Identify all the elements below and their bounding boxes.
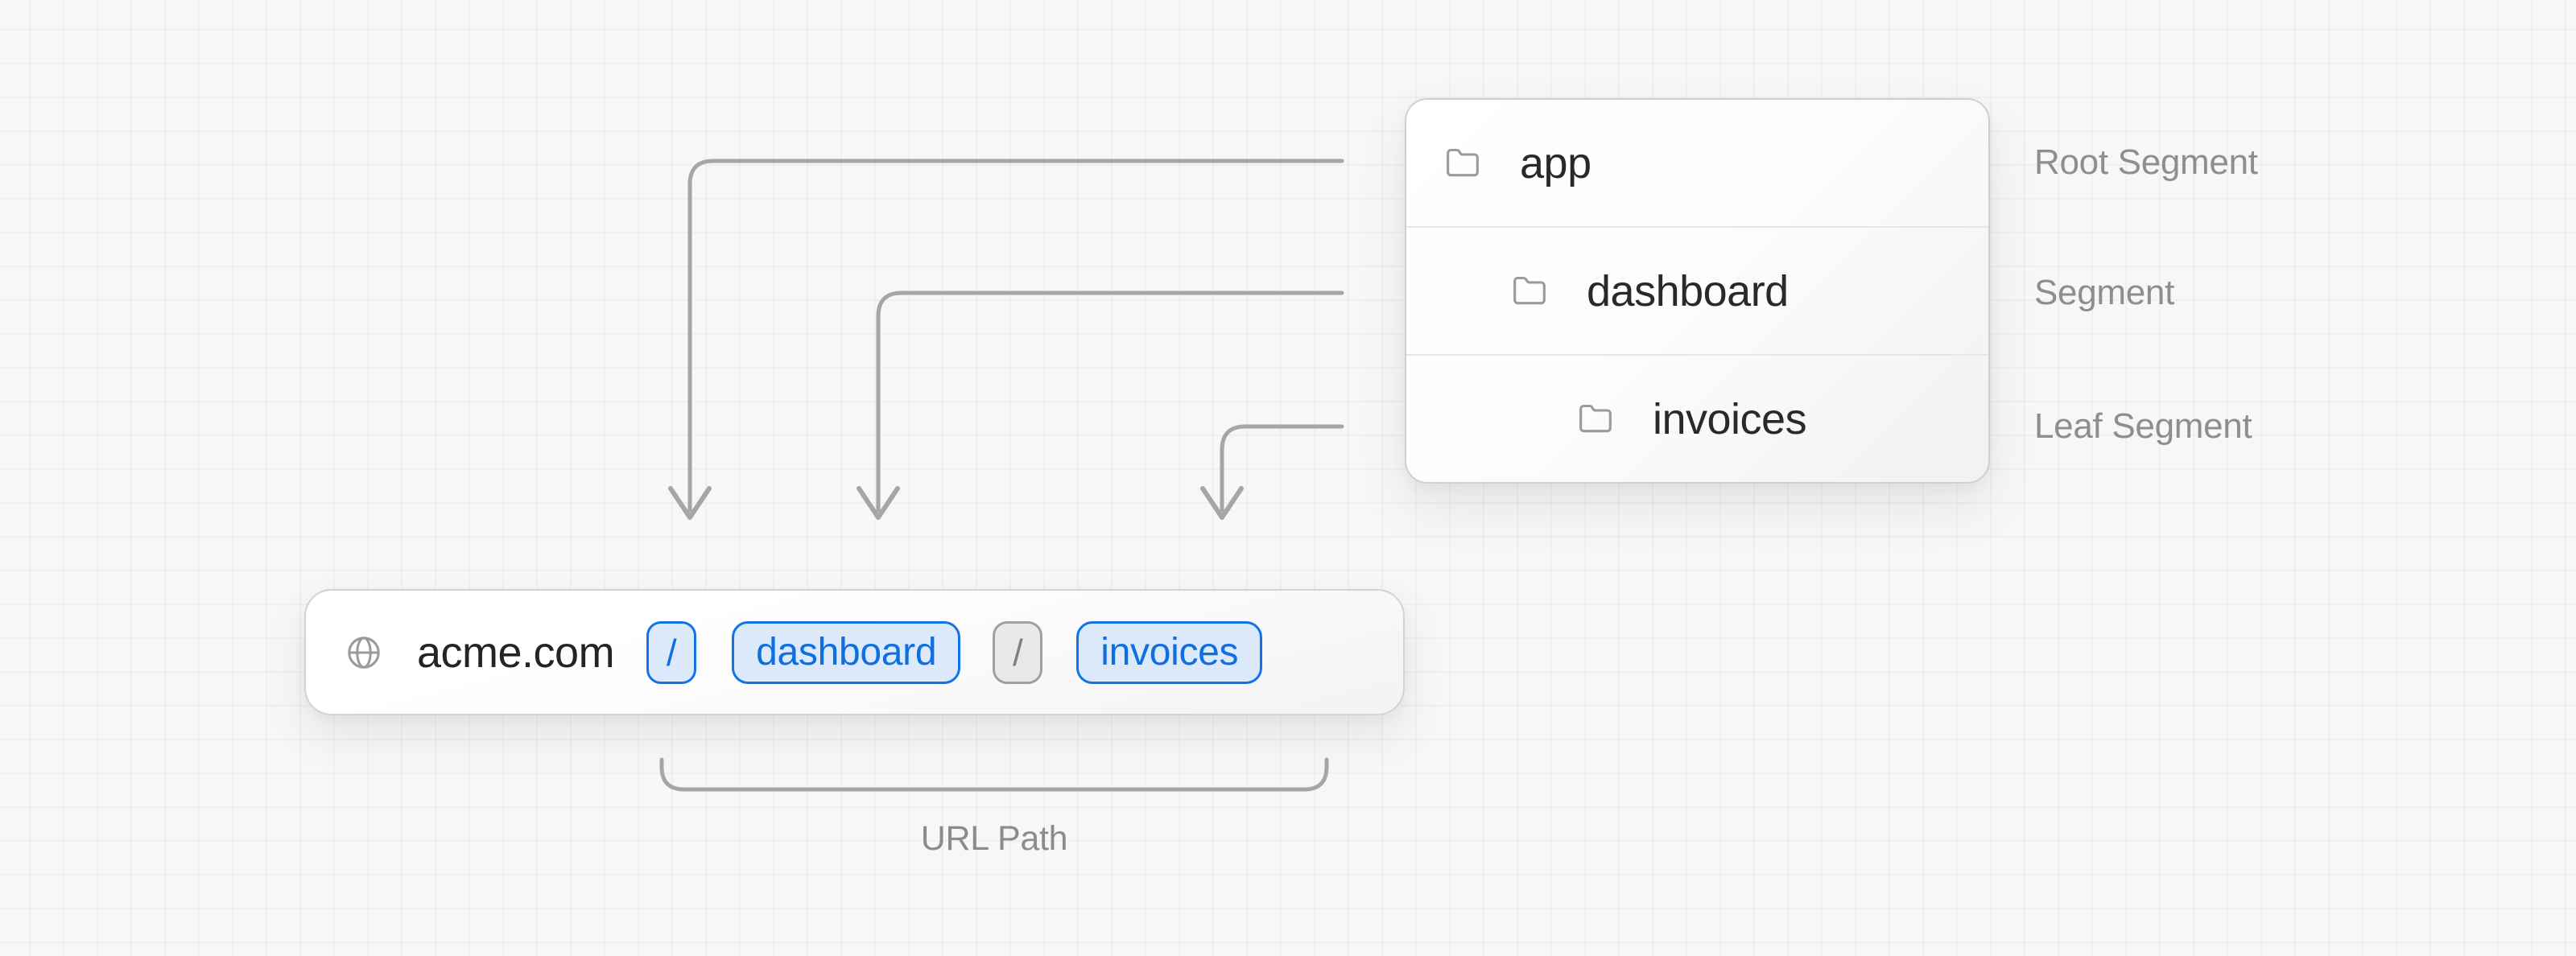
route-segments-card: app dashboard invoices: [1405, 98, 1990, 484]
label-root-segment: Root Segment: [2034, 142, 2258, 182]
folder-icon: [1447, 148, 1479, 176]
url-host: acme.com: [417, 628, 615, 677]
url-segment-slash-2: /: [993, 620, 1043, 684]
folder-icon: [1513, 276, 1546, 304]
tree-row-app: app: [1406, 100, 1988, 226]
arrow-segment: [876, 291, 1344, 513]
folder-name: app: [1520, 138, 1591, 187]
tree-row-dashboard: dashboard: [1406, 226, 1988, 354]
arrow-root-segment: [687, 159, 1344, 513]
url-path-bracket: [659, 757, 1329, 792]
tree-row-invoices: invoices: [1406, 354, 1988, 482]
url-segment-dashboard: dashboard: [732, 620, 961, 684]
folder-icon: [1579, 404, 1612, 432]
arrowhead-leaf-segment: [1200, 486, 1244, 520]
folder-name: dashboard: [1587, 266, 1789, 315]
url-path-caption: URL Path: [920, 819, 1068, 858]
url-segment-slash-1: /: [646, 620, 697, 684]
arrowhead-root-segment: [668, 486, 712, 520]
url-segment-invoices: invoices: [1076, 620, 1263, 684]
arrow-leaf-segment: [1220, 424, 1344, 513]
globe-icon: [348, 636, 380, 669]
label-leaf-segment: Leaf Segment: [2034, 406, 2252, 446]
arrowhead-segment: [857, 486, 900, 520]
label-segment: Segment: [2034, 273, 2175, 312]
url-bar: acme.com / dashboard / invoices: [304, 589, 1405, 715]
folder-name: invoices: [1653, 394, 1807, 443]
